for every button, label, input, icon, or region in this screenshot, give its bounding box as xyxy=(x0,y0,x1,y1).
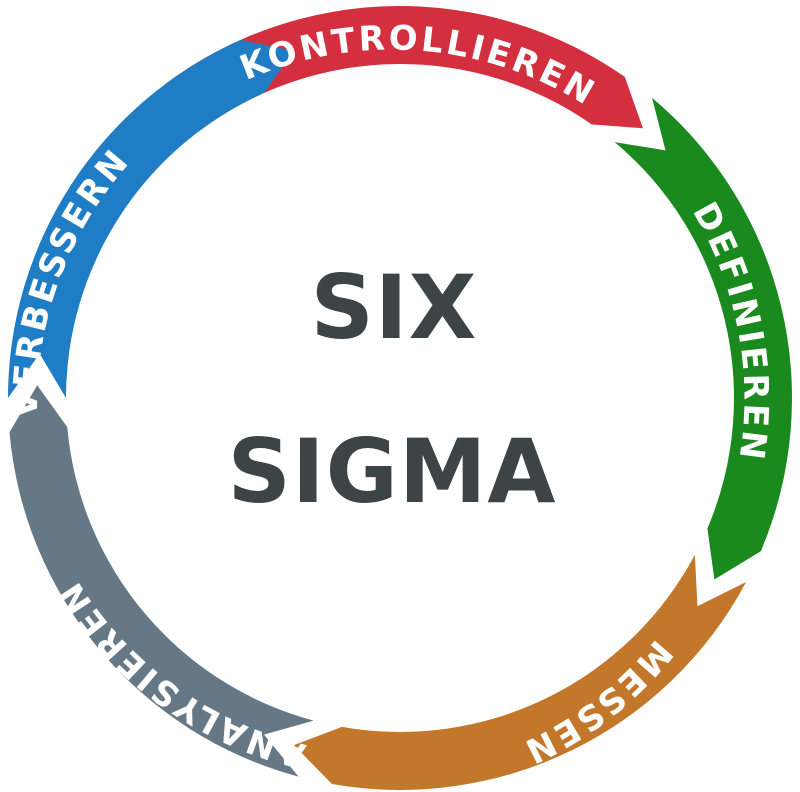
segment-verbessern xyxy=(8,39,294,399)
cycle-segments xyxy=(8,6,792,790)
center-title-sigma: SIGMA xyxy=(227,420,556,523)
segment-definieren xyxy=(614,97,792,580)
segment-kontrollieren xyxy=(164,6,643,132)
phase-label-kontrollieren: KONTROLLIEREN xyxy=(234,18,603,114)
center-title-six: SIX xyxy=(311,256,478,359)
phase-label-definieren: DEFINIEREN xyxy=(684,196,775,465)
segment-analysieren xyxy=(9,385,314,777)
segment-messen xyxy=(293,554,747,790)
